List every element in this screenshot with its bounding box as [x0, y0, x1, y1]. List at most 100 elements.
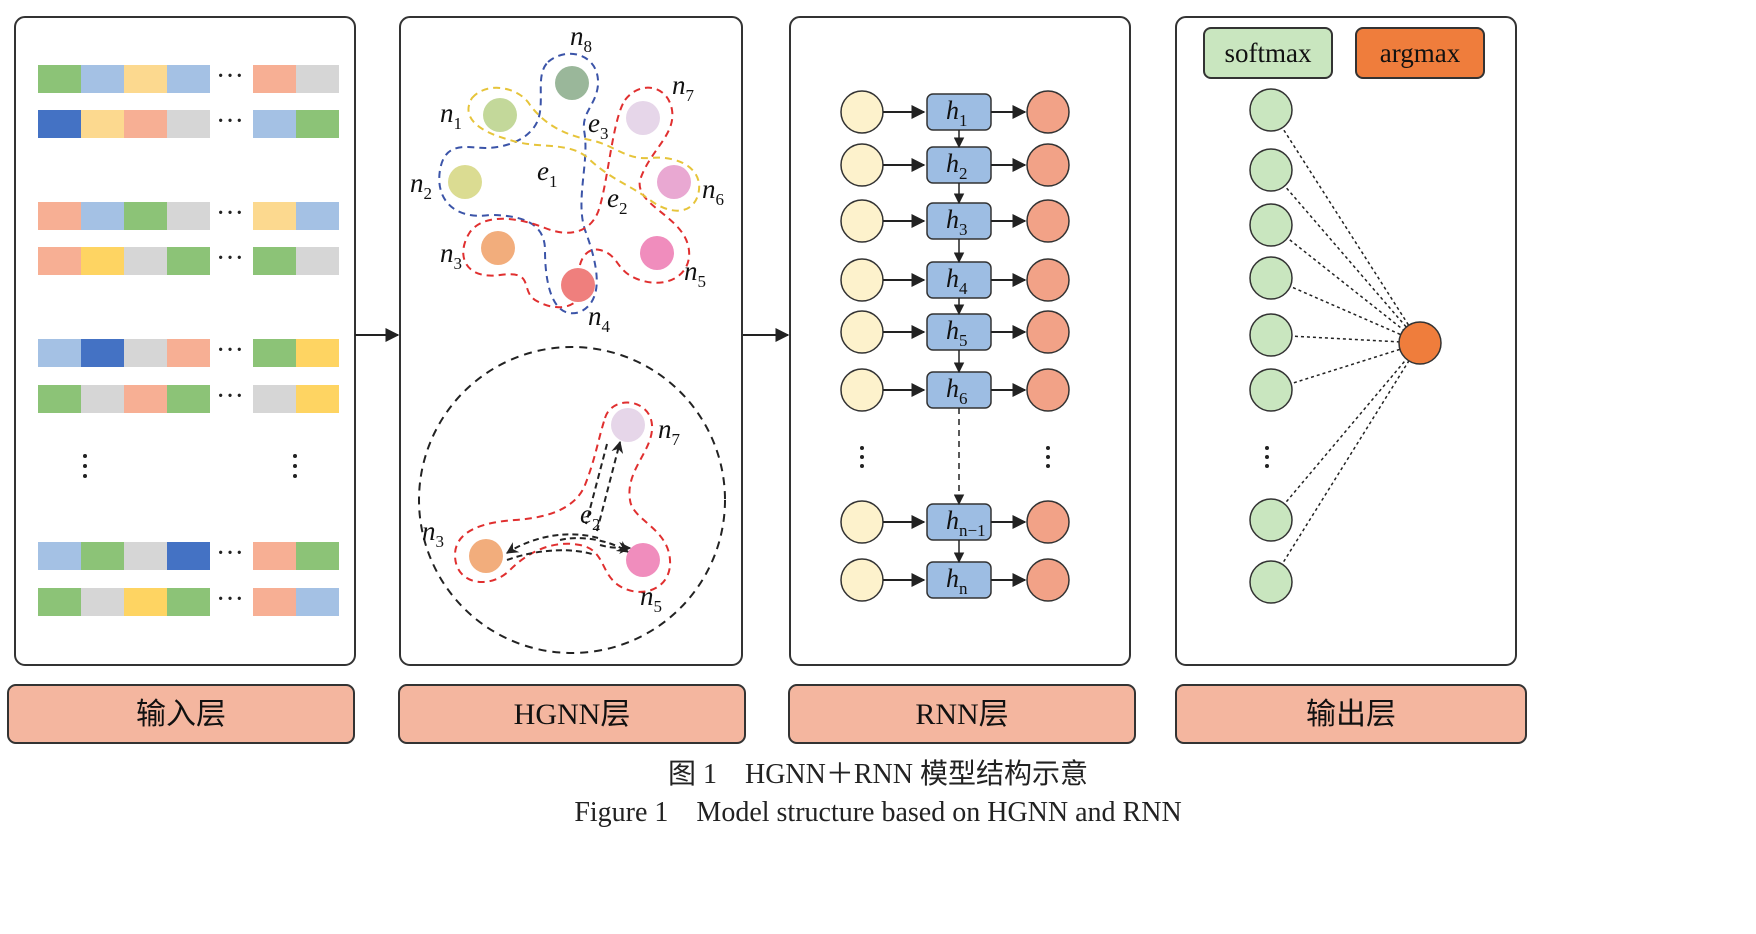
vertical-ellipsis: [860, 464, 864, 468]
softmax-box: [1203, 27, 1333, 79]
feature-cell: [38, 339, 81, 367]
feature-cell: [81, 339, 124, 367]
feature-cell: [124, 385, 167, 413]
vertical-ellipsis: [83, 454, 87, 458]
vertical-ellipsis: [1046, 464, 1050, 468]
vertical-ellipsis: [1265, 455, 1269, 459]
rnn-hidden-label: h5: [946, 316, 968, 350]
feature-cell: [167, 542, 210, 570]
feature-cell: [81, 247, 124, 275]
ellipsis-dots: ···: [216, 584, 244, 615]
input-feature-rows: ························: [38, 61, 339, 616]
edge-center-to-n3: [505, 533, 599, 554]
feature-cell: [253, 542, 296, 570]
hgnn-node-n3: [481, 231, 515, 265]
feature-cell: [38, 247, 81, 275]
hyperedge-label-e1: e1: [537, 156, 557, 191]
feature-cell: [167, 588, 210, 616]
hyperedge-e3: [467, 86, 701, 212]
rnn-input-node: [840, 90, 884, 134]
softmax-label: softmax: [1225, 38, 1312, 68]
hgnn-node-label-n8: n8: [570, 21, 592, 56]
vertical-ellipsis: [860, 446, 864, 450]
feature-cell: [38, 588, 81, 616]
rnn-output-node: [1026, 258, 1070, 302]
ellipsis-dots: ···: [216, 335, 244, 366]
rnn-input-node: [840, 258, 884, 302]
hgnn-node-label-n2: n2: [410, 168, 432, 203]
feature-cell: [124, 339, 167, 367]
edge-n7-to-center: [585, 443, 608, 525]
feature-cell: [296, 385, 339, 413]
hgnn-node-label-n6: n6: [702, 174, 724, 209]
ellipsis-dots: ···: [216, 198, 244, 229]
feature-cell: [81, 385, 124, 413]
input-layer-label-box: [7, 684, 355, 744]
ellipsis-dots: ···: [216, 538, 244, 569]
rnn-output-node: [1026, 368, 1070, 412]
feature-cell: [124, 247, 167, 275]
output-neuron: [1249, 256, 1293, 300]
feature-cell: [38, 542, 81, 570]
rnn-input-node: [840, 310, 884, 354]
vertical-ellipsis: [1265, 464, 1269, 468]
rnn-layer-label-box: [788, 684, 1136, 744]
output-layer-label: 输出层: [1306, 698, 1396, 731]
feature-cell: [167, 202, 210, 230]
vertical-ellipsis: [293, 464, 297, 468]
rnn-output-node: [1026, 199, 1070, 243]
edge-center-to-n5: [599, 541, 632, 554]
feature-cell: [38, 110, 81, 138]
hgnn-node-label-n5: n5: [684, 256, 706, 291]
rnn-input-node: [840, 558, 884, 602]
feature-cell: [296, 588, 339, 616]
hgnn-node-label-n4: n4: [588, 301, 611, 336]
feature-cell: [253, 65, 296, 93]
detail-node-n7: [611, 408, 645, 442]
output-layer-label-box: [1175, 684, 1527, 744]
output-connection: [1270, 109, 1421, 344]
ellipsis-dots: ···: [216, 243, 244, 274]
rnn-input-node: [840, 199, 884, 243]
argmax-box: [1355, 27, 1485, 79]
output-connection: [1270, 342, 1421, 391]
hgnn-node-n7: [626, 101, 660, 135]
feature-cell: [253, 339, 296, 367]
argmax-output-node: [1398, 321, 1442, 365]
feature-cell: [81, 110, 124, 138]
feature-cell: [296, 542, 339, 570]
rnn-output-node: [1026, 90, 1070, 134]
feature-cell: [253, 588, 296, 616]
hgnn-node-n8: [555, 66, 589, 100]
vertical-ellipsis: [83, 474, 87, 478]
vertical-ellipsis: [1265, 446, 1269, 450]
rnn-input-node: [840, 143, 884, 187]
output-neuron: [1249, 313, 1293, 357]
hgnn-node-n5: [640, 236, 674, 270]
feature-cell: [38, 202, 81, 230]
output-connection: [1270, 224, 1421, 344]
hgnn-node-label-n1: n1: [440, 98, 462, 133]
feature-cell: [167, 385, 210, 413]
detail-node-label-n5: n5: [640, 581, 662, 616]
hgnn-panel: [399, 16, 743, 666]
feature-cell: [81, 588, 124, 616]
rnn-input-node: [840, 500, 884, 544]
rnn-hidden-label: h6: [946, 374, 968, 408]
argmax-label: argmax: [1380, 38, 1461, 68]
hgnn-node-label-n3: n3: [440, 238, 462, 273]
output-neuron: [1249, 88, 1293, 132]
rnn-hidden-label: hn: [946, 564, 968, 598]
detail-node-label-n7: n7: [658, 414, 681, 449]
rnn-output-node: [1026, 558, 1070, 602]
caption-chinese: 图 1 HGNN＋RNN 模型结构示意: [667, 759, 1088, 790]
output-connection: [1270, 342, 1421, 521]
feature-cell: [253, 247, 296, 275]
hyperedge-e2-detail: [453, 401, 672, 593]
feature-cell: [124, 588, 167, 616]
output-connection: [1270, 334, 1421, 344]
hgnn-layer-label: HGNN层: [514, 698, 631, 731]
output-neuron: [1249, 498, 1293, 542]
detail-node-label-n3: n3: [422, 516, 444, 551]
